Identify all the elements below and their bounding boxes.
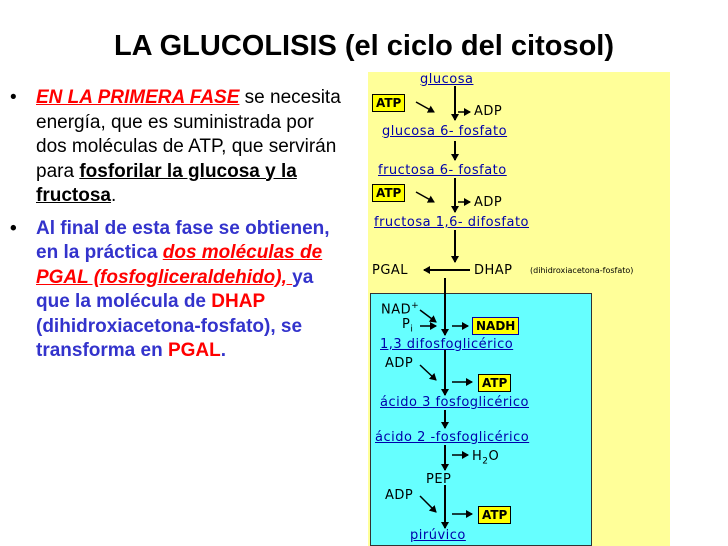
bullet2-pgal: PGAL: [167, 340, 221, 361]
bullet2-text1: Al final de esta fase se obtienen, en la…: [36, 217, 330, 264]
bullet1-text2: .: [110, 185, 117, 206]
bullet-list: • EN LA PRIMERA FASE se necesita energía…: [6, 86, 346, 364]
atp-box-3: ATP: [478, 374, 512, 392]
phase2-panel: [370, 293, 592, 546]
bullet-item: • EN LA PRIMERA FASE se necesita energía…: [6, 86, 346, 209]
label-glucosa-6-fosfato: glucosa 6- fosfato: [382, 124, 508, 139]
bullet2-text2: ya que la molécula de: [36, 266, 314, 313]
label-adp-4: ADP: [385, 488, 414, 503]
atp-box-1: ATP: [372, 94, 406, 112]
bullet-icon: •: [10, 217, 17, 239]
slide-title: LA GLUCOLISIS (el ciclo del citosol): [113, 30, 615, 62]
bullet1-lead: EN LA PRIMERA FASE: [36, 87, 240, 108]
bullet-icon: •: [10, 87, 17, 108]
label-adp-2: ADP: [474, 195, 503, 210]
bullet2-text3: (dihidroxiacetona-fosfato), se transform…: [36, 315, 303, 362]
bullet2-dhap: DHAP: [211, 291, 265, 312]
label-fructosa-6-fosfato: fructosa 6- fosfato: [378, 163, 507, 178]
bullet-item: • Al final de esta fase se obtienen, en …: [6, 217, 346, 364]
label-acido-3-fosfoglicerico: ácido 3 fosfoglicérico: [380, 395, 529, 410]
label-dhap: DHAP: [474, 263, 513, 278]
bullet2-emph: dos moléculas de PGAL (fosfogliceraldehi…: [36, 242, 323, 288]
label-dhap-note: (dihidroxiacetona-fosfato): [530, 266, 634, 275]
label-1-3-difosfoglicerico: 1,3 difosfoglicérico: [380, 337, 514, 352]
label-h2o: H2O: [472, 449, 500, 467]
label-pgal: PGAL: [372, 263, 409, 278]
label-glucosa: glucosa: [420, 72, 474, 87]
bullet1-emph: fosforilar la glucosa y la fructosa: [36, 160, 297, 207]
label-fructosa-1-6-difosfato: fructosa 1,6- difosfato: [374, 215, 529, 230]
label-acido-2-fosfoglicerico: ácido 2 -fosfoglicérico: [375, 430, 530, 445]
nadh-box: NADH: [472, 317, 520, 335]
label-adp-1: ADP: [474, 104, 503, 119]
bullet1-text1: se necesita energía, que es suministrada…: [36, 87, 341, 182]
label-piruvico: pirúvico: [410, 528, 466, 543]
label-nad: NAD+: [381, 301, 420, 318]
bullet2-text4: .: [220, 340, 227, 361]
atp-box-4: ATP: [478, 506, 512, 524]
label-pep: PEP: [426, 472, 452, 487]
label-pi: Pi: [402, 317, 414, 335]
label-adp-3: ADP: [385, 356, 414, 371]
atp-box-2: ATP: [372, 184, 406, 202]
